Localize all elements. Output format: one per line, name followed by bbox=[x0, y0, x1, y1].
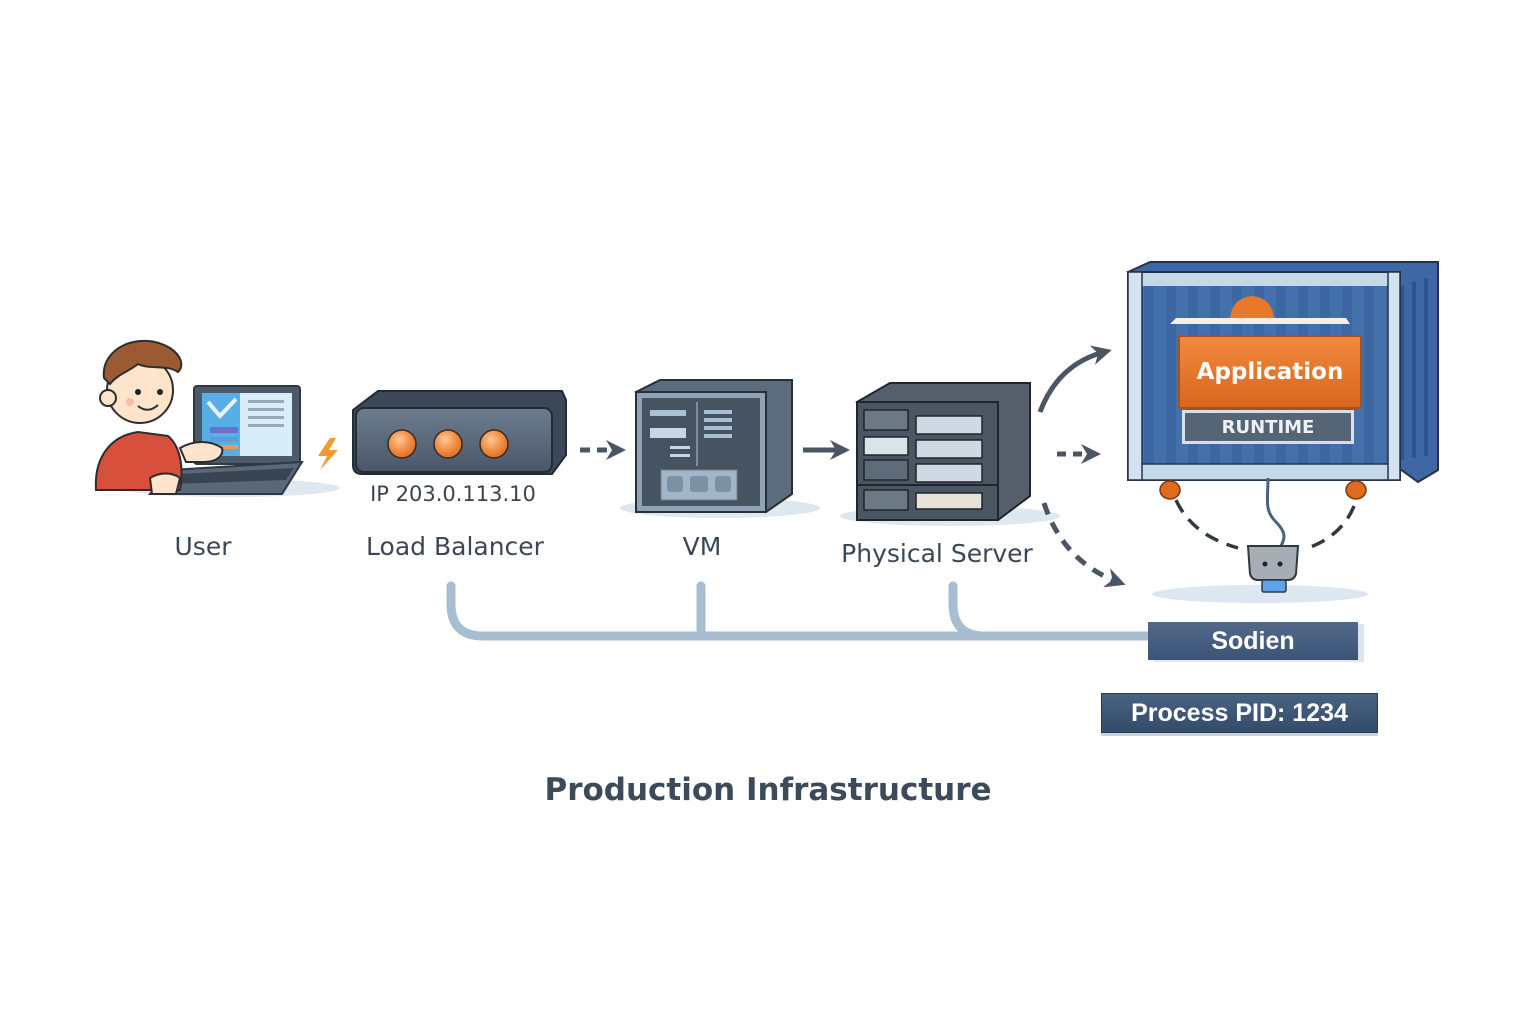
plug-socket-icon bbox=[1152, 477, 1368, 603]
node-label-physical-server: Physical Server bbox=[841, 539, 1033, 568]
bus-target-tag: Sodien bbox=[1148, 622, 1358, 660]
node-label-user: User bbox=[174, 532, 232, 561]
user-laptop-icon bbox=[94, 339, 340, 497]
load-balancer-ip: IP 203.0.113.10 bbox=[370, 482, 536, 506]
edge-server-to-container-curved bbox=[1037, 345, 1112, 413]
lightning-icon bbox=[318, 438, 338, 470]
diagram-title: Production Infrastructure bbox=[544, 772, 992, 808]
vm-icon bbox=[620, 379, 820, 518]
runtime-label: RUNTIME bbox=[1182, 410, 1354, 444]
bus-connector bbox=[446, 581, 1155, 641]
node-label-vm: VM bbox=[682, 532, 722, 561]
node-label-load-balancer: Load Balancer bbox=[366, 532, 544, 561]
process-pid-tag: Process PID: 1234 bbox=[1101, 693, 1378, 733]
application-label: Application bbox=[1178, 335, 1362, 409]
load-balancer-icon bbox=[352, 390, 567, 475]
rack-server-icon bbox=[840, 382, 1060, 526]
